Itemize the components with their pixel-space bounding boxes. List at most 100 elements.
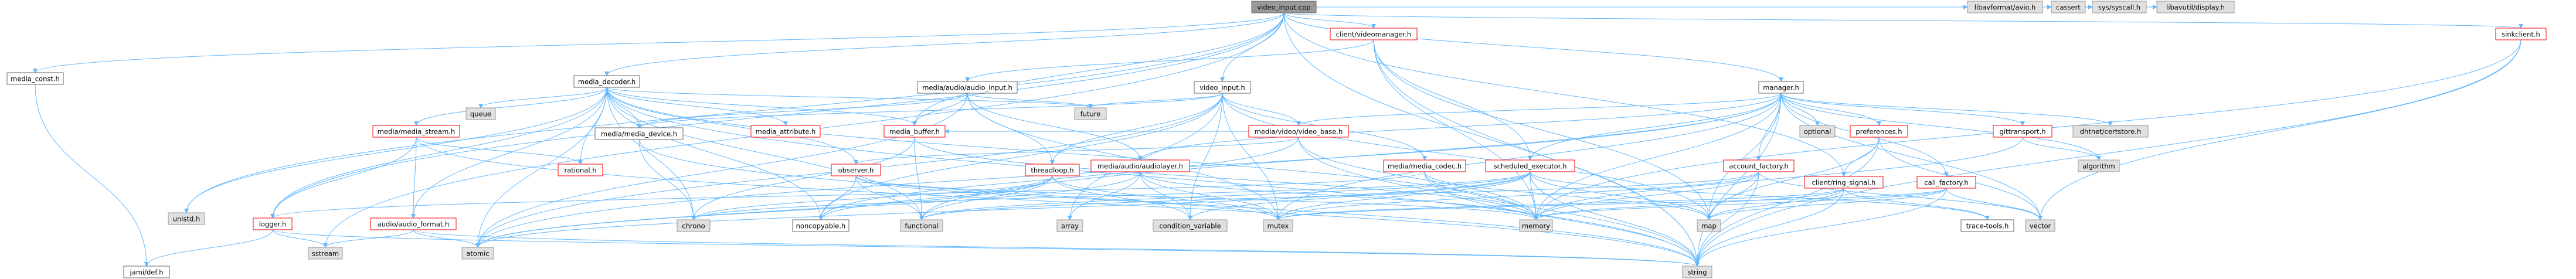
edge-manager_h-to-map	[1707, 93, 1782, 220]
edge-layer	[33, 5, 2523, 267]
node-scheduled-executor-h[interactable]: scheduled_executor.h	[1485, 159, 1575, 172]
edge-media_media_stream_h-to-audio_audio_format_h	[411, 137, 417, 219]
node-sinkclient-h[interactable]: sinkclient.h	[2495, 28, 2547, 40]
node-media-audio-audio-input-h[interactable]: media/audio/audio_input.h	[917, 81, 1018, 94]
node-box	[2072, 125, 2149, 138]
node-call-factory-h[interactable]: call_factory.h	[1916, 176, 1976, 189]
edge-media_media_device_h-to-string	[638, 139, 1700, 267]
edge-scheduled_executor_h-to-mutex	[1276, 171, 1531, 220]
node-preferences-h[interactable]: preferences.h	[1850, 125, 1908, 138]
edge-scheduled_executor_h-to-functional	[919, 171, 1531, 220]
edge-logger_h-to-jami_def_h	[144, 229, 273, 267]
node-label: client/ring_signal.h	[1812, 179, 1876, 187]
node-box	[1799, 125, 1836, 138]
node-audio-audio-format-h[interactable]: audio/audio_format.h	[370, 217, 457, 230]
node-gittransport-h[interactable]: gittransport.h	[1993, 125, 2052, 138]
node-noncopyable-h[interactable]: noncopyable.h	[792, 219, 849, 232]
edge-video_input_cpp-to-sinkclient_h	[1283, 12, 2523, 29]
node-rational-h[interactable]: rational.h	[558, 164, 603, 176]
node-media-media-device-h[interactable]: media/media_device.h	[594, 127, 684, 140]
edge-observer_h-to-mutex	[855, 175, 1280, 220]
node-label: media/audio/audio_input.h	[922, 84, 1012, 92]
node-box	[573, 75, 640, 88]
node-label: functional	[905, 222, 938, 230]
edge-media_audio_audio_input_h-to-media_media_device_h	[637, 93, 968, 128]
node-box	[900, 219, 943, 232]
edge-media_decoder_h-to-memory	[606, 87, 1538, 220]
node-media-audio-audiolayer-h[interactable]: media/audio/audiolayer.h	[1090, 159, 1190, 172]
node-label: trace-tools.h	[1966, 222, 2009, 230]
edge-clientring_signal_h-to-map	[1707, 188, 1844, 220]
edge-threadloop_h-to-noncopyable_h	[818, 175, 1053, 220]
edge-client_videomanager_h-to-media_audio_audio_input_h	[965, 39, 1374, 82]
node-box	[1804, 176, 1884, 189]
edge-media_audio_audio_input_h-to-media_audio_audiolayer_h	[967, 93, 1143, 161]
node-chrono: chrono	[677, 219, 711, 232]
node-box	[1993, 125, 2052, 138]
node-video-input-cpp[interactable]: video_input.cpp	[1251, 1, 1317, 13]
node-vector: vector	[2025, 219, 2055, 232]
node-label: rational.h	[565, 166, 597, 175]
edge-video_input_h-to-media_media_device_h	[637, 93, 1223, 128]
node-media-attribute-h[interactable]: media_attribute.h	[750, 125, 821, 138]
node-account-factory-h[interactable]: account_factory.h	[1723, 159, 1795, 172]
node-box	[792, 219, 849, 232]
node-box	[2156, 1, 2235, 13]
edge-media_audio_audiolayer_h-to-condition_variable	[1140, 171, 1192, 220]
edge-video_input_cpp-to-media_decoder_h	[604, 12, 1284, 76]
node-label: libavformat/avio.h	[1975, 4, 2036, 12]
edge-media_media_codec_h-to-string	[1424, 171, 1700, 267]
node-jami-def-h[interactable]: jami/def.h	[123, 266, 170, 278]
node-label: sstream	[312, 250, 339, 258]
node-media-decoder-h[interactable]: media_decoder.h	[573, 75, 640, 88]
node-logger-h[interactable]: logger.h	[253, 217, 293, 230]
edge-scheduled_executor_h-to-memory	[1530, 171, 1538, 220]
edge-manager_h-to-dhtnet_certstore_h	[1780, 93, 2113, 126]
node-label: threadloop.h	[1031, 166, 1073, 175]
node-media-buffer-h[interactable]: media_buffer.h	[883, 125, 946, 138]
node-optional: optional	[1799, 125, 1836, 138]
node-box	[1025, 164, 1080, 176]
node-libavformat-avio-h: libavformat/avio.h	[1967, 1, 2043, 13]
node-media-media-codec-h[interactable]: media/media_codec.h	[1383, 159, 1466, 172]
edge-video_input_h-to-media_video_video_base_h	[1222, 93, 1301, 126]
node-unistd-h: unistd.h	[168, 212, 205, 225]
edge-call_factory_h-to-memory	[1534, 188, 1947, 220]
edge-client_videomanager_h-to-string	[1373, 39, 1700, 267]
node-client-videomanager-h[interactable]: client/videomanager.h	[1330, 28, 1418, 40]
node-label: vector	[2030, 222, 2051, 230]
node-box	[594, 127, 684, 140]
node-trace-tools-h[interactable]: trace-tools.h	[1960, 219, 2014, 232]
edge-manager_h-to-gittransport_h	[1780, 93, 2025, 126]
node-box	[461, 247, 494, 260]
node-video-input-h[interactable]: video_input.h	[1194, 81, 1251, 94]
node-label: call_factory.h	[1924, 179, 1968, 187]
edge-manager_h-to-optional	[1780, 93, 1820, 126]
node-observer-h[interactable]: observer.h	[831, 164, 881, 176]
node-label: mutex	[1267, 222, 1289, 230]
edge-threadloop_h-to-condition_variable	[1052, 175, 1192, 220]
edge-audio_audio_format_h-to-string	[413, 229, 1700, 267]
edge-observer_h-to-memory	[855, 175, 1538, 220]
edge-manager_h-to-preferences_h	[1780, 93, 1881, 126]
node-layer: video_input.cpp media_const.h jami/def.h me…	[6, 1, 2547, 278]
node-media-video-video-base-h[interactable]: media/video/video_base.h	[1248, 125, 1349, 138]
node-clientring-signal-h[interactable]: client/ring_signal.h	[1804, 176, 1884, 189]
node-box	[1723, 159, 1795, 172]
node-label: preferences.h	[1855, 128, 1902, 136]
node-threadloop-h[interactable]: threadloop.h	[1025, 164, 1080, 176]
node-label: video_input.h	[1199, 84, 1245, 92]
edge-audio_audio_format_h-to-atomic	[413, 229, 480, 248]
node-media-const-h[interactable]: media_const.h	[6, 72, 64, 85]
node-label: optional	[1804, 128, 1831, 136]
edge-audio_audio_format_h-to-sstream	[323, 229, 414, 248]
node-label: queue	[470, 110, 491, 118]
node-media-media-stream-h[interactable]: media/media_stream.h	[372, 125, 460, 138]
node-box	[1074, 107, 1107, 120]
edge-media_decoder_h-to-future	[606, 87, 1093, 108]
edge-video_input_cpp-to-client_videomanager_h	[1283, 12, 1376, 29]
node-manager-h[interactable]: manager.h	[1758, 81, 1804, 94]
edge-manager_h-to-media_video_video_base_h	[1296, 93, 1782, 126]
edge-video_input_cpp-to-manager_h	[1283, 12, 1783, 82]
node-box	[1248, 125, 1349, 138]
